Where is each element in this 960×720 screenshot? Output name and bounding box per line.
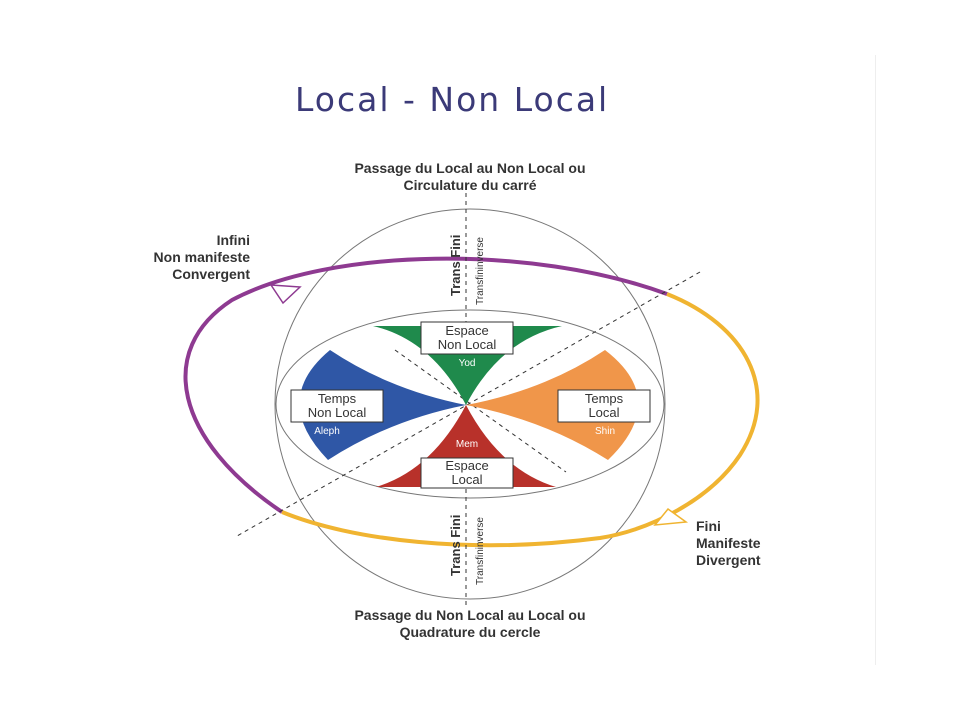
- top-quadrant-shape: [373, 326, 562, 405]
- right-label: Fini Manifeste Divergent: [696, 518, 816, 569]
- vertical-top-label: Trans Fini: [448, 235, 463, 296]
- right-label-line-2: Manifeste: [696, 535, 761, 551]
- left-label-line-2: Non manifeste: [153, 249, 250, 265]
- infinite-arrow-icon: [269, 284, 302, 305]
- right-label-line-1: Fini: [696, 518, 721, 534]
- right-quadrant-box: [557, 389, 651, 423]
- bottom-quadrant-line-2: Local: [451, 472, 482, 487]
- diagram-title: Local - Non Local: [295, 80, 610, 119]
- left-label: Infini Non manifeste Convergent: [130, 232, 250, 283]
- top-quadrant-line-2: Non Local: [438, 337, 497, 352]
- vertical-top-sublabel: Transfininverse: [475, 237, 486, 305]
- left-label-line-3: Convergent: [172, 266, 250, 282]
- left-label-line-1: Infini: [216, 232, 250, 248]
- outer-circle: [274, 208, 666, 600]
- infinite-arc: [183, 256, 668, 514]
- bottom-caption-line-2: Quadrature du cercle: [399, 624, 541, 640]
- top-caption-line-1: Passage du Local au Non Local ou: [354, 160, 586, 176]
- mem-letter: Mem: [456, 439, 478, 450]
- left-quadrant-line-2: Non Local: [308, 405, 367, 420]
- right-label-line-3: Divergent: [696, 552, 761, 568]
- bottom-quadrant-box: [420, 457, 514, 489]
- top-quadrant-box: [420, 321, 514, 355]
- right-quadrant-line-2: Local: [588, 405, 619, 420]
- yod-letter: Yod: [459, 358, 476, 369]
- aleph-letter: Aleph: [314, 426, 340, 437]
- right-quadrant-line-1: Temps: [585, 391, 624, 406]
- bottom-caption: Passage du Non Local au Local ou Quadrat…: [345, 607, 595, 641]
- bottom-caption-line-1: Passage du Non Local au Local ou: [354, 607, 586, 623]
- top-caption: Passage du Local au Non Local ou Circula…: [345, 160, 595, 194]
- left-quadrant-box: [290, 389, 384, 423]
- right-quadrant-shape: [466, 350, 639, 460]
- bottom-quadrant-line-1: Espace: [445, 458, 488, 473]
- vertical-bottom-label: Trans Fini: [448, 515, 463, 576]
- inner-ellipse: [275, 309, 665, 499]
- left-quadrant-line-1: Temps: [318, 391, 357, 406]
- vertical-bottom-sublabel: Transfininverse: [475, 517, 486, 585]
- top-caption-line-2: Circulature du carré: [403, 177, 537, 193]
- finite-arrow-icon: [653, 507, 689, 526]
- top-quadrant-line-1: Espace: [445, 323, 488, 338]
- page-edge-line: [875, 55, 876, 665]
- cross-axis: [394, 349, 567, 473]
- shin-letter: Shin: [595, 426, 615, 437]
- diagonal-axis: [236, 271, 701, 537]
